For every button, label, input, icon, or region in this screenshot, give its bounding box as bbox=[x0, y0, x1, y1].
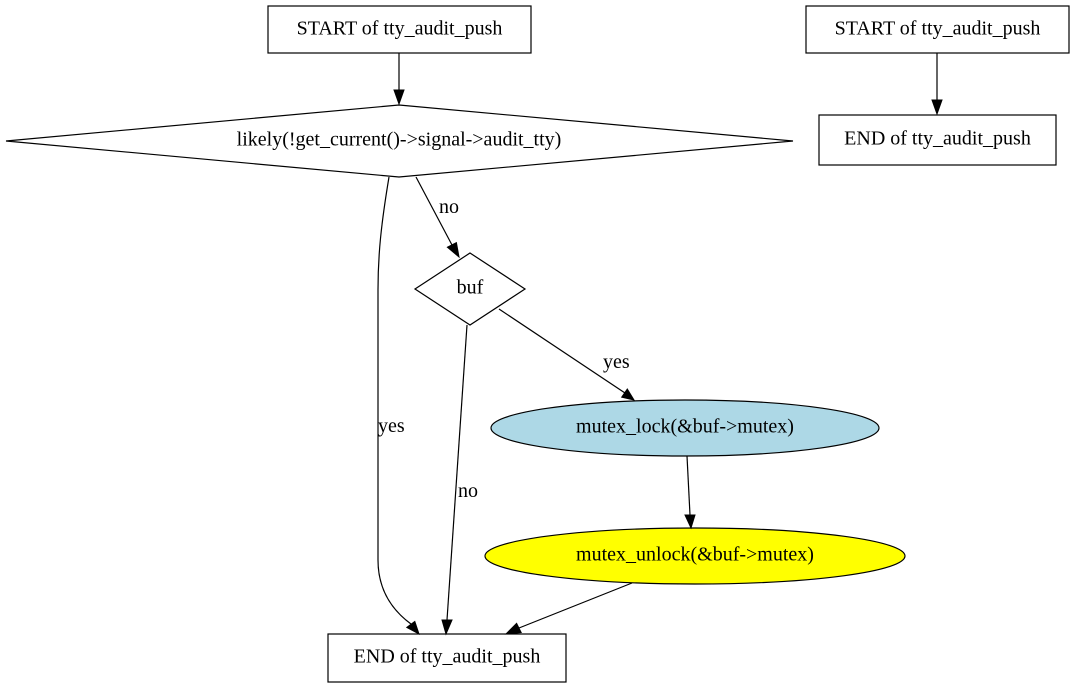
node-likely-check: likely(!get_current()->signal->audit_tty… bbox=[5, 104, 794, 178]
edge-buf-yes: yes bbox=[498, 308, 636, 401]
node-mutex-unlock-label: mutex_unlock(&buf->mutex) bbox=[576, 544, 814, 566]
node-start-main: START of tty_audit_push bbox=[267, 5, 532, 54]
edge-start-main-to-likely bbox=[393, 53, 405, 106]
edge-buf-no-label: no bbox=[458, 480, 478, 502]
node-end-main: END of tty_audit_push bbox=[327, 633, 567, 683]
edge-likely-no-label: no bbox=[439, 196, 459, 218]
edge-buf-no: no bbox=[441, 324, 478, 636]
node-end-side: END of tty_audit_push bbox=[818, 114, 1057, 166]
node-end-side-label: END of tty_audit_push bbox=[844, 128, 1031, 150]
node-end-main-label: END of tty_audit_push bbox=[354, 646, 541, 668]
node-buf-check-label: buf bbox=[457, 277, 484, 299]
edge-likely-no: no bbox=[415, 176, 460, 259]
edge-buf-yes-label: yes bbox=[603, 351, 630, 373]
node-mutex-lock-label: mutex_lock(&buf->mutex) bbox=[576, 416, 794, 438]
edge-likely-yes-label: yes bbox=[378, 415, 405, 437]
node-mutex-lock: mutex_lock(&buf->mutex) bbox=[490, 399, 880, 457]
node-start-main-label: START of tty_audit_push bbox=[297, 18, 503, 40]
edge-start-side-to-end-side bbox=[931, 53, 943, 116]
node-buf-check: buf bbox=[413, 252, 527, 326]
node-start-side: START of tty_audit_push bbox=[805, 5, 1070, 54]
edge-likely-yes: yes bbox=[377, 176, 420, 636]
node-start-side-label: START of tty_audit_push bbox=[835, 18, 1041, 40]
edge-mutex-lock-to-unlock bbox=[684, 455, 696, 530]
node-mutex-unlock: mutex_unlock(&buf->mutex) bbox=[484, 527, 906, 585]
edge-mutex-unlock-to-end bbox=[504, 582, 633, 635]
node-likely-check-label: likely(!get_current()->signal->audit_tty… bbox=[237, 129, 562, 151]
